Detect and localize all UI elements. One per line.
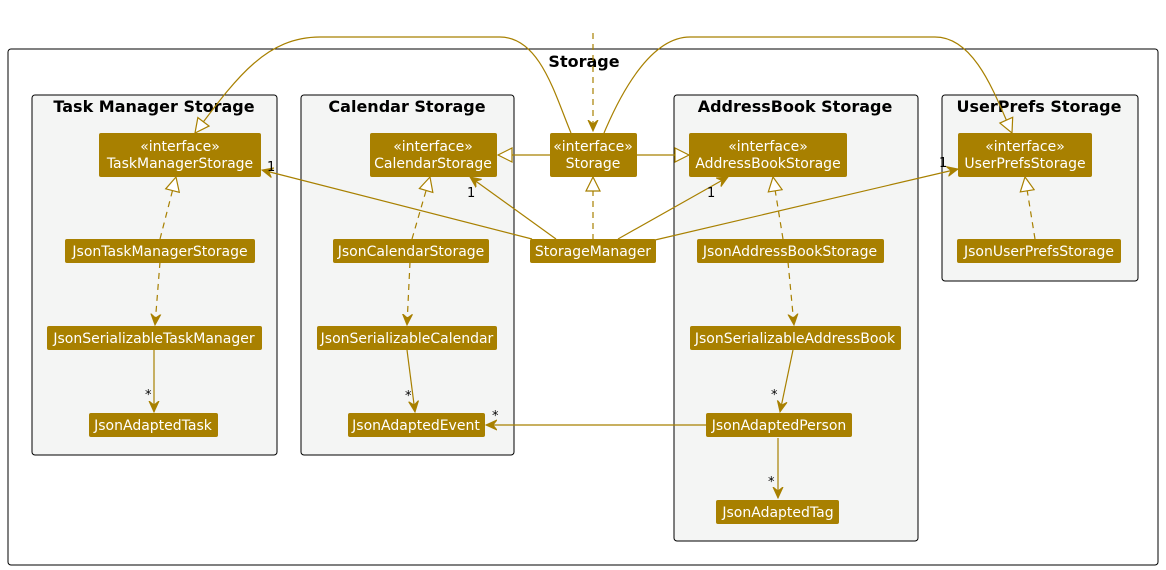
class-json-serializable-address-book[interactable]: JsonSerializableAddressBook [690, 326, 901, 350]
edge-storagemanager-userprefs [654, 169, 958, 241]
address-book-storage-title: AddressBook Storage [698, 97, 893, 116]
json-task-manager-storage-name: JsonTaskManagerStorage [71, 244, 247, 260]
task-manager-storage-stereotype: «interface» [140, 139, 220, 155]
json-address-book-storage-name: JsonAddressBookStorage [702, 244, 877, 260]
class-json-serializable-task-manager[interactable]: JsonSerializableTaskManager [47, 326, 262, 350]
class-json-calendar-storage[interactable]: JsonCalendarStorage [333, 239, 489, 263]
class-address-book-storage[interactable]: «interface» AddressBookStorage [689, 133, 847, 177]
storage-stereotype: «interface» [553, 139, 633, 155]
json-adapted-task-name: JsonAdaptedTask [93, 418, 213, 434]
user-prefs-storage-stereotype: «interface» [985, 139, 1065, 155]
storage-package-title: Storage [548, 52, 619, 71]
calendar-storage-package: Calendar Storage [300, 94, 515, 456]
class-user-prefs-storage[interactable]: «interface» UserPrefsStorage [958, 133, 1092, 177]
mult-calendar-one: 1 [467, 186, 475, 201]
task-manager-storage-package: Task Manager Storage [31, 94, 278, 456]
mult-event-many-person: * [492, 409, 499, 424]
task-manager-storage-title: Task Manager Storage [53, 97, 254, 116]
edge-storage-extends-taskmanager [195, 36, 572, 133]
user-prefs-storage-title: UserPrefs Storage [957, 97, 1122, 116]
edge-addressbook-adapted-person [780, 349, 794, 412]
edges [154, 33, 1036, 498]
address-book-storage-stereotype: «interface» [728, 139, 808, 155]
json-adapted-tag-name: JsonAdaptedTag [721, 505, 833, 521]
json-calendar-storage-name: JsonCalendarStorage [337, 244, 485, 260]
class-task-manager-storage[interactable]: «interface» TaskManagerStorage [99, 133, 261, 177]
class-calendar-storage[interactable]: «interface» CalendarStorage [370, 133, 497, 177]
storage-manager-name: StorageManager [535, 244, 651, 260]
json-adapted-person-name: JsonAdaptedPerson [711, 418, 847, 434]
task-manager-storage-name: TaskManagerStorage [106, 156, 253, 172]
edge-storagemanager-addressbook [617, 177, 728, 240]
user-prefs-storage-name: UserPrefsStorage [964, 156, 1085, 172]
edge-storagemanager-taskmanager [262, 170, 533, 240]
edge-storage-extends-userprefs [603, 36, 1012, 133]
json-serializable-task-manager-name: JsonSerializableTaskManager [52, 331, 255, 347]
address-book-storage-name: AddressBookStorage [695, 156, 840, 172]
class-json-adapted-event[interactable]: JsonAdaptedEvent [348, 413, 485, 437]
edge-calendar-adapted-event [406, 349, 415, 412]
storage-name: Storage [566, 156, 621, 172]
json-user-prefs-storage-name: JsonUserPrefsStorage [963, 244, 1114, 260]
mult-task-manager-one: 1 [267, 160, 275, 175]
multiplicities: 1 1 1 1 * * * * * [145, 156, 947, 490]
mult-task-many: * [145, 388, 152, 403]
mult-event-many-calendar: * [405, 389, 412, 404]
calendar-storage-name: CalendarStorage [374, 156, 492, 172]
class-json-user-prefs-storage[interactable]: JsonUserPrefsStorage [957, 239, 1121, 263]
class-json-adapted-task[interactable]: JsonAdaptedTask [89, 413, 218, 437]
json-serializable-address-book-name: JsonSerializableAddressBook [694, 331, 896, 347]
class-json-serializable-calendar[interactable]: JsonSerializableCalendar [317, 326, 497, 350]
calendar-storage-title: Calendar Storage [328, 97, 485, 116]
class-json-adapted-person[interactable]: JsonAdaptedPerson [706, 413, 852, 437]
calendar-storage-stereotype: «interface» [393, 139, 473, 155]
mult-address-book-one: 1 [707, 186, 715, 201]
class-storage-manager[interactable]: StorageManager [530, 239, 656, 263]
json-serializable-calendar-name: JsonSerializableCalendar [320, 331, 494, 347]
class-json-adapted-tag[interactable]: JsonAdaptedTag [716, 500, 839, 524]
mult-user-prefs-one: 1 [939, 156, 947, 171]
class-json-task-manager-storage[interactable]: JsonTaskManagerStorage [65, 239, 255, 263]
class-storage[interactable]: «interface» Storage [550, 133, 637, 177]
mult-person-many: * [771, 388, 778, 403]
edge-storagemanager-calendar [470, 177, 557, 240]
class-json-address-book-storage[interactable]: JsonAddressBookStorage [697, 239, 884, 263]
mult-tag-many: * [768, 475, 775, 490]
json-adapted-event-name: JsonAdaptedEvent [351, 418, 480, 434]
